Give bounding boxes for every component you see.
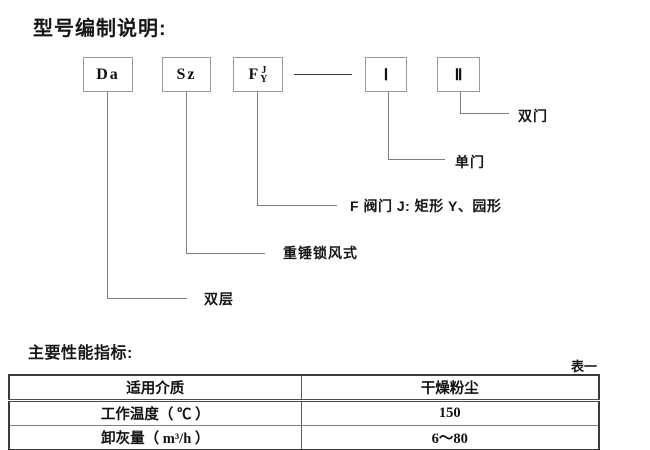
connector-one-vertical — [388, 92, 389, 159]
connector-f-horizontal — [257, 205, 337, 206]
model-box-one: Ⅰ — [365, 57, 407, 92]
table-row-discharge: 卸灰量（ m³/h ） 6～80 — [9, 425, 599, 450]
callout-valve-shape: F 阀门 J: 矩形 Y、园形 — [350, 198, 502, 214]
performance-heading: 主要性能指标: — [28, 345, 133, 362]
model-box-sz-label: Sz — [176, 65, 197, 83]
model-box-two-label: Ⅱ — [454, 66, 463, 84]
callout-single-door: 单门 — [455, 154, 485, 170]
table-cell-temperature-value: 150 — [300, 400, 599, 426]
model-box-da: Da — [83, 57, 133, 92]
connector-two-vertical — [460, 92, 461, 113]
model-box-f-sub: Y — [260, 73, 268, 85]
table-cell-medium-label: 适用介质 — [9, 375, 301, 402]
model-box-f-variants: J Y — [260, 64, 268, 85]
callout-double-door: 双门 — [518, 108, 548, 124]
model-box-da-label: Da — [96, 65, 120, 83]
table-row-medium: 适用介质 干燥粉尘 — [9, 375, 599, 402]
connector-two-horizontal — [460, 113, 509, 114]
model-box-f-sup: J — [261, 64, 267, 76]
callout-double-layer: 双层 — [204, 291, 234, 307]
connector-da-horizontal — [107, 298, 187, 299]
connector-f-vertical — [257, 92, 258, 205]
model-box-f-label: F — [248, 65, 259, 83]
model-box-f: F J Y — [233, 57, 283, 92]
table-cell-discharge-label: 卸灰量（ m³/h ） — [101, 431, 210, 447]
table-cell-discharge-value: 6～80 — [300, 425, 599, 450]
connector-one-horizontal — [388, 159, 445, 160]
connector-dash-f-to-one — [294, 74, 352, 75]
table-cell-medium-value: 干燥粉尘 — [300, 375, 599, 402]
model-box-one-label: Ⅰ — [383, 66, 389, 84]
table-number-tag: 表一 — [571, 359, 598, 374]
connector-sz-horizontal — [186, 253, 265, 254]
connector-sz-vertical — [186, 92, 187, 253]
callout-hammer-airlock-type: 重锤锁风式 — [283, 245, 358, 261]
table-row-temperature: 工作温度（ ℃ ） 150 — [9, 400, 599, 426]
page-title: 型号编制说明: — [33, 18, 167, 40]
connector-da-vertical — [107, 92, 108, 298]
model-box-two: Ⅱ — [437, 57, 480, 92]
performance-table: 适用介质 干燥粉尘 工作温度（ ℃ ） 150 卸灰量（ m³/h ） 6～80 — [8, 374, 600, 450]
table-cell-temperature-label: 工作温度（ ℃ ） — [9, 400, 301, 426]
model-box-sz: Sz — [162, 57, 211, 92]
